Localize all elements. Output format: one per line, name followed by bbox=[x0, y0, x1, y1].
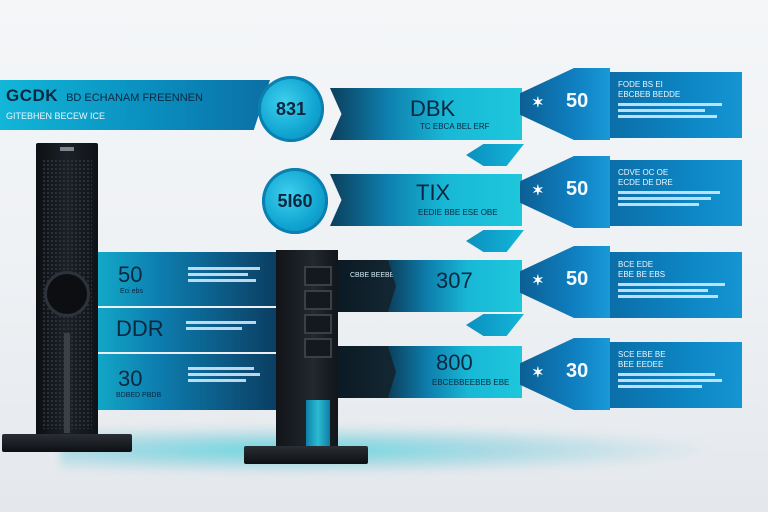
right-arrow-4: ✶ 30 bbox=[520, 338, 610, 410]
stat-circle-1: 831 bbox=[258, 76, 324, 142]
dark-caption-3: CBBE BEEBEBE E BE bbox=[350, 272, 422, 279]
left-small-3: BDBED PBDB bbox=[116, 392, 162, 399]
fan-icon bbox=[44, 271, 90, 317]
right-head-1b: EBCBEB BEDDE bbox=[618, 90, 681, 99]
text-line bbox=[618, 115, 717, 118]
right-panel-1: FODE BS EI EBCBEB BEDDE bbox=[610, 72, 742, 138]
right-number-2: 50 bbox=[566, 178, 589, 200]
drive-bay bbox=[304, 338, 332, 358]
mid-banner-1 bbox=[330, 88, 522, 140]
arrow-icon: ✶ bbox=[532, 364, 544, 380]
right-number-4: 30 bbox=[566, 360, 589, 382]
right-head-4a: SCE EBE BE bbox=[618, 350, 666, 359]
right-head-3b: EBE BE EBS bbox=[618, 270, 666, 279]
right-head-2b: ECDE DE DRE bbox=[618, 178, 673, 187]
drive-bay bbox=[304, 314, 332, 334]
text-line bbox=[618, 373, 716, 376]
drive-bay bbox=[304, 266, 332, 286]
right-head-1a: FODE BS EI bbox=[618, 80, 663, 89]
connector-diamond-1 bbox=[466, 144, 524, 166]
text-line bbox=[188, 367, 255, 370]
tower-mid-stand bbox=[244, 446, 368, 464]
text-line bbox=[618, 283, 725, 286]
text-line bbox=[618, 379, 723, 382]
pc-tower-left bbox=[36, 143, 98, 448]
mid-label-4: 800 bbox=[436, 350, 473, 375]
title-subtitle: BD ECHANAM FREENNEN bbox=[66, 92, 203, 104]
text-line bbox=[618, 191, 721, 194]
rgb-glow bbox=[306, 400, 330, 450]
text-line bbox=[618, 103, 723, 106]
text-line bbox=[618, 197, 711, 200]
left-panel-1: 50 Eci ebs bbox=[96, 252, 276, 306]
logo-plate bbox=[60, 147, 74, 151]
text-line bbox=[188, 273, 248, 276]
right-arrow-1: ✶ 50 bbox=[520, 68, 610, 140]
text-line bbox=[188, 279, 256, 282]
text-line bbox=[188, 373, 260, 376]
mid-caption-4: EBCEBBEEBEB EBE bbox=[432, 378, 510, 387]
arrow-icon: ✶ bbox=[532, 182, 544, 198]
left-panel-2: DDR bbox=[92, 308, 276, 352]
text-line bbox=[618, 203, 700, 206]
left-detail-1 bbox=[188, 264, 268, 282]
right-arrow-3: ✶ 50 bbox=[520, 246, 610, 318]
right-head-3a: BCE EDE bbox=[618, 260, 654, 269]
text-line bbox=[188, 379, 246, 382]
arrow-icon: ✶ bbox=[532, 272, 544, 288]
arrow-icon: ✶ bbox=[532, 94, 544, 110]
tower-left-stand bbox=[2, 434, 132, 452]
mid-banner-4 bbox=[388, 346, 522, 398]
left-panel-3: 30 BDBED PBDB bbox=[92, 354, 276, 410]
stat-circle-2: 5I60 bbox=[262, 168, 328, 234]
title-banner bbox=[0, 80, 270, 130]
left-number-2: DDR bbox=[116, 316, 164, 341]
connector-diamond-2 bbox=[466, 230, 524, 252]
left-number-1: 50 bbox=[118, 262, 143, 287]
right-panel-2: CDVE OC OE ECDE DE DRE bbox=[610, 160, 742, 226]
right-panel-4: SCE EBE BE BEE EEDEE bbox=[610, 342, 742, 408]
text-line bbox=[186, 321, 257, 324]
mid-banner-3 bbox=[388, 260, 522, 312]
mid-caption-1: TC EBCA BEL ERF bbox=[420, 122, 490, 131]
left-number-3: 30 bbox=[118, 366, 143, 391]
left-detail-2 bbox=[186, 318, 266, 330]
mid-caption-2: EEDIE BBE ESE OBE bbox=[418, 208, 498, 217]
text-line bbox=[618, 295, 718, 298]
connector-diamond-3 bbox=[466, 314, 524, 336]
mid-label-1: DBK bbox=[410, 96, 456, 121]
drive-bay bbox=[304, 290, 332, 310]
right-arrow-2: ✶ 50 bbox=[520, 156, 610, 228]
right-panel-3: BCE EDE EBE BE EBS bbox=[610, 252, 742, 318]
mid-label-2: TIX bbox=[416, 180, 451, 205]
right-number-3: 50 bbox=[566, 268, 589, 290]
pc-tower-middle bbox=[276, 250, 338, 462]
text-line bbox=[618, 289, 709, 292]
text-line bbox=[618, 385, 702, 388]
mid-banner-2 bbox=[330, 174, 522, 226]
title-subline: GITEBHEN BECEW ICE bbox=[6, 111, 106, 121]
text-line bbox=[186, 327, 242, 330]
left-detail-3 bbox=[188, 364, 266, 382]
front-stripe bbox=[64, 333, 70, 433]
text-line bbox=[188, 267, 260, 270]
mid-label-3: 307 bbox=[436, 268, 473, 293]
right-head-2a: CDVE OC OE bbox=[618, 168, 669, 177]
right-number-1: 50 bbox=[566, 90, 589, 112]
right-head-4b: BEE EEDEE bbox=[618, 360, 664, 369]
left-small-1: Eci ebs bbox=[120, 288, 143, 295]
text-line bbox=[618, 109, 705, 112]
floor-glow bbox=[60, 425, 720, 475]
